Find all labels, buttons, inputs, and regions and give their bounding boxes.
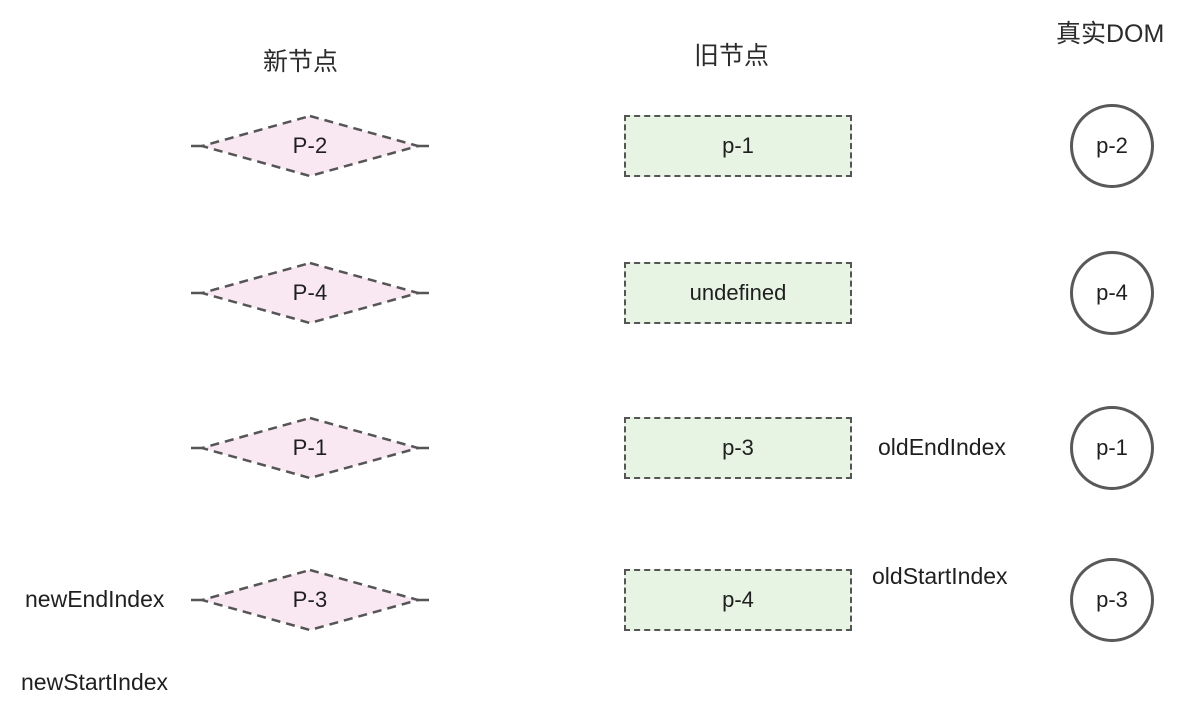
new-start-index-label: newStartIndex: [21, 669, 169, 695]
real-dom-circle: p-3: [1070, 558, 1154, 642]
column-title-old-nodes: 旧节点: [694, 42, 770, 70]
new-end-index-label: newEndIndex: [25, 586, 165, 612]
old-node-box: p-3: [624, 417, 852, 479]
new-node-label: P-3: [292, 587, 328, 612]
old-node-label: undefined: [689, 280, 787, 305]
old-node-label: p-1: [722, 133, 754, 158]
old-end-index-label: oldEndIndex: [878, 434, 1006, 460]
diamond-shape-icon: [191, 568, 429, 632]
column-title-real-dom: 真实DOM: [1056, 20, 1165, 48]
diamond-shape-icon: [191, 416, 429, 480]
new-node-label: P-4: [292, 280, 328, 305]
real-dom-label: p-3: [1096, 587, 1128, 612]
real-dom-label: p-2: [1096, 133, 1128, 158]
old-node-label: p-3: [722, 435, 754, 460]
column-title-new-nodes: 新节点: [263, 48, 339, 76]
new-node-diamond: P-3: [191, 567, 429, 633]
old-node-box: p-4: [624, 569, 852, 631]
diamond-shape-icon: [191, 114, 429, 178]
real-dom-circle: p-1: [1070, 406, 1154, 490]
new-node-label: P-2: [292, 133, 328, 158]
real-dom-circle: p-4: [1070, 251, 1154, 335]
real-dom-label: p-1: [1096, 435, 1128, 460]
new-node-diamond: P-1: [191, 415, 429, 481]
new-node-diamond: P-4: [191, 260, 429, 326]
old-node-box: undefined: [624, 262, 852, 324]
old-node-box: p-1: [624, 115, 852, 177]
old-node-label: p-4: [722, 587, 754, 612]
old-start-index-label: oldStartIndex: [872, 563, 1008, 589]
real-dom-label: p-4: [1096, 280, 1128, 305]
new-node-label: P-1: [292, 435, 328, 460]
real-dom-circle: p-2: [1070, 104, 1154, 188]
diamond-shape-icon: [191, 261, 429, 325]
new-node-diamond: P-2: [191, 113, 429, 179]
